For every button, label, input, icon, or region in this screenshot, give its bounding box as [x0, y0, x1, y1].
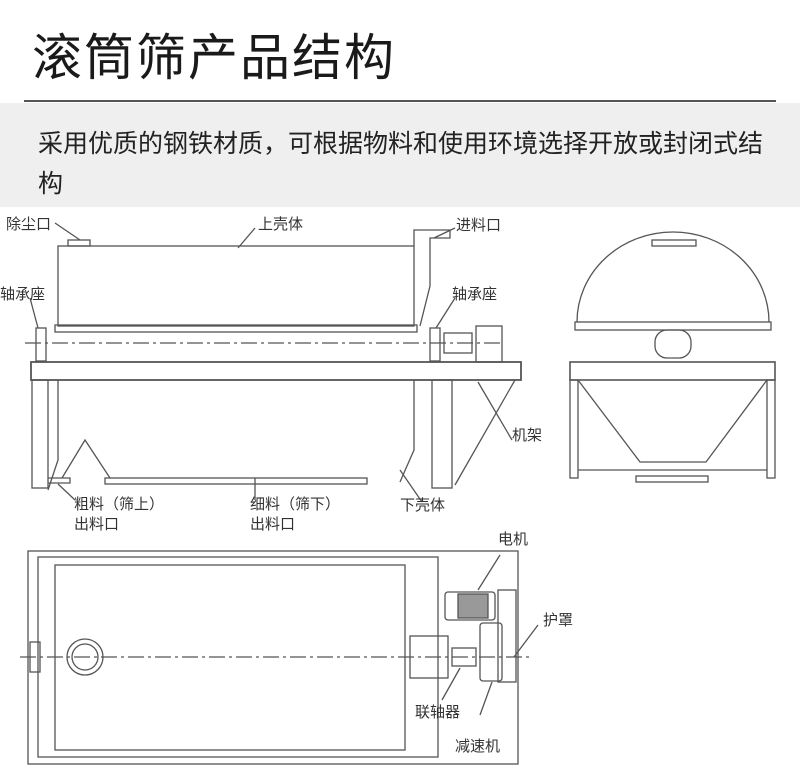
label-coarse-outlet-line2: 出料口 [74, 515, 120, 533]
label-coupling: 联轴器 [415, 703, 461, 721]
label-frame: 机架 [512, 426, 543, 444]
top-view [20, 550, 539, 765]
label-coarse-outlet: 粗料（筛上） 出料口 [74, 494, 164, 534]
label-bearing-seat-left: 轴承座 [0, 285, 46, 303]
label-guard: 护罩 [543, 611, 574, 629]
description-band [0, 103, 800, 207]
label-upper-shell: 上壳体 [258, 215, 304, 233]
label-fine-outlet: 细料（筛下） 出料口 [250, 494, 340, 534]
label-dust-outlet: 除尘口 [6, 215, 52, 233]
label-motor: 电机 [498, 530, 529, 548]
label-bearing-seat-right: 轴承座 [452, 285, 498, 303]
page-title: 滚筒筛产品结构 [32, 29, 396, 87]
front-view [25, 222, 522, 503]
label-feed-inlet: 进料口 [456, 216, 502, 234]
title-divider [24, 100, 776, 102]
label-fine-outlet-line2: 出料口 [250, 515, 296, 533]
label-fine-outlet-line1: 细料（筛下） [250, 495, 341, 513]
label-lower-shell: 下壳体 [400, 496, 446, 514]
description-text: 采用优质的钢铁材质，可根据物料和使用环境选择开放或封闭式结构 [38, 129, 764, 198]
label-reducer: 减速机 [455, 737, 501, 755]
side-view [569, 231, 776, 483]
label-coarse-outlet-line1: 粗料（筛上） [74, 495, 165, 513]
